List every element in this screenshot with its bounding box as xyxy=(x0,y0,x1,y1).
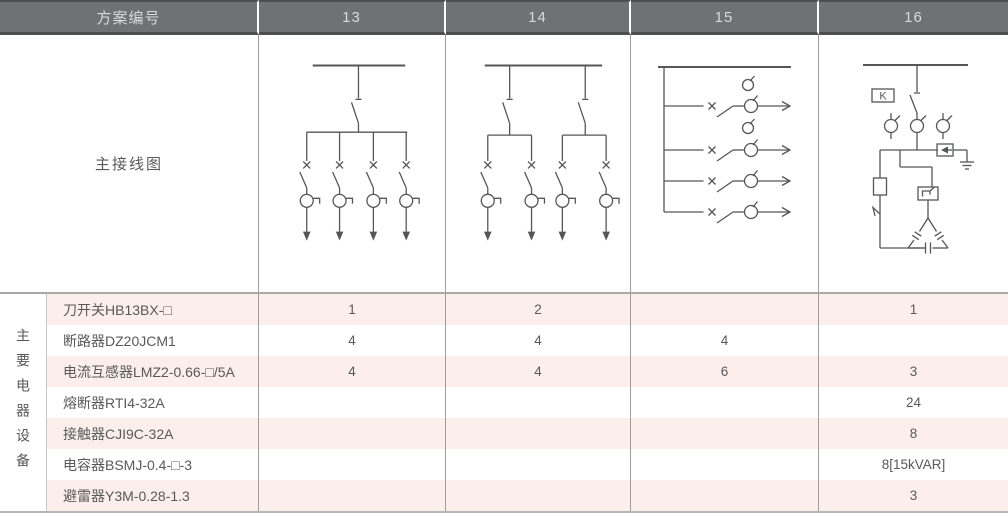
qty-scheme15 xyxy=(631,387,819,418)
qty-scheme16: 24 xyxy=(905,395,922,410)
equipment-name: 电容器BSMJ-0.4-□-3 xyxy=(47,449,259,480)
scheme-13-diagram-cell xyxy=(259,35,446,292)
main-wiring-diagram-row: 主接线图 xyxy=(0,35,1008,292)
fuse-branch xyxy=(871,150,925,249)
qty-scheme15 xyxy=(631,418,819,449)
header-plan-number: 方案编号 xyxy=(0,0,259,35)
qty-scheme14 xyxy=(446,418,631,449)
diagram-row-label: 主接线图 xyxy=(0,35,259,292)
qty-scheme16: 3 xyxy=(819,480,1008,511)
scheme-15-diagram-cell xyxy=(631,35,819,292)
qty-scheme13: 4 xyxy=(259,356,446,387)
current-transformers xyxy=(883,113,953,139)
header-scheme-13: 13 xyxy=(259,0,446,35)
qty-scheme16: 3 xyxy=(819,356,1008,387)
equipment-name: 断路器DZ20JCM1 xyxy=(47,325,259,356)
equipment-name: 电流互感器LMZ2-0.66-□/5A xyxy=(47,356,259,387)
qty-scheme16: 8 xyxy=(819,418,1008,449)
equipment-name: 熔断器RTI4-32A xyxy=(47,387,259,418)
scheme-15-circuit-diagram xyxy=(658,66,792,224)
section-divider xyxy=(0,292,1008,294)
qty-scheme16 xyxy=(819,325,1008,356)
scheme-14-circuit-diagram xyxy=(480,64,620,241)
qty-scheme15 xyxy=(631,449,819,480)
qty-scheme14 xyxy=(446,449,631,480)
qty-scheme15: 6 xyxy=(631,356,819,387)
qty-scheme16: 8[15kVAR] xyxy=(881,457,946,472)
qty-scheme16: 1 xyxy=(819,294,1008,325)
qty-scheme13 xyxy=(259,449,446,480)
equipment-group-label: 主要电器设备 xyxy=(0,294,47,511)
header-scheme-16: 16 xyxy=(819,0,1008,35)
qty-scheme14: 2 xyxy=(446,294,631,325)
equipment-table: 主要电器设备 刀开关HB13BX-□ 1 2 1 断路器DZ20JCM1 4 4… xyxy=(0,294,1008,511)
table-header-row: 方案编号 13 14 15 16 xyxy=(0,0,1008,35)
arrester-and-earth xyxy=(936,143,974,170)
feeder-branches xyxy=(299,132,420,241)
qty-scheme14: 4 xyxy=(446,325,631,356)
qty-scheme14 xyxy=(446,387,631,418)
scheme-13-circuit-diagram xyxy=(299,64,420,241)
scheme-14-diagram-cell xyxy=(446,35,631,292)
header-scheme-15: 15 xyxy=(631,0,819,35)
qty-scheme13: 1 xyxy=(259,294,446,325)
qty-scheme13: 4 xyxy=(259,325,446,356)
scheme-16-circuit-diagram: K xyxy=(863,64,974,254)
qty-scheme15 xyxy=(631,294,819,325)
qty-scheme15 xyxy=(631,480,819,511)
feeder-branches xyxy=(480,135,620,241)
table-bottom-border xyxy=(0,511,1008,513)
equipment-name: 接触器CJI9C-32A xyxy=(47,418,259,449)
qty-scheme13 xyxy=(259,480,446,511)
contactor-capacitor-branch xyxy=(899,150,949,254)
side-feeder-branches xyxy=(664,75,792,224)
qty-scheme14: 4 xyxy=(446,356,631,387)
scheme-16-diagram-cell: K xyxy=(819,35,1008,292)
qty-scheme14 xyxy=(446,480,631,511)
k-relay-label: K xyxy=(879,91,887,103)
k-relay-box xyxy=(871,88,895,103)
qty-scheme15: 4 xyxy=(631,325,819,356)
qty-scheme13 xyxy=(259,387,446,418)
equipment-name: 避雷器Y3M-0.28-1.3 xyxy=(47,480,259,511)
qty-scheme13 xyxy=(259,418,446,449)
header-scheme-14: 14 xyxy=(446,0,631,35)
equipment-name: 刀开关HB13BX-□ xyxy=(47,294,259,325)
